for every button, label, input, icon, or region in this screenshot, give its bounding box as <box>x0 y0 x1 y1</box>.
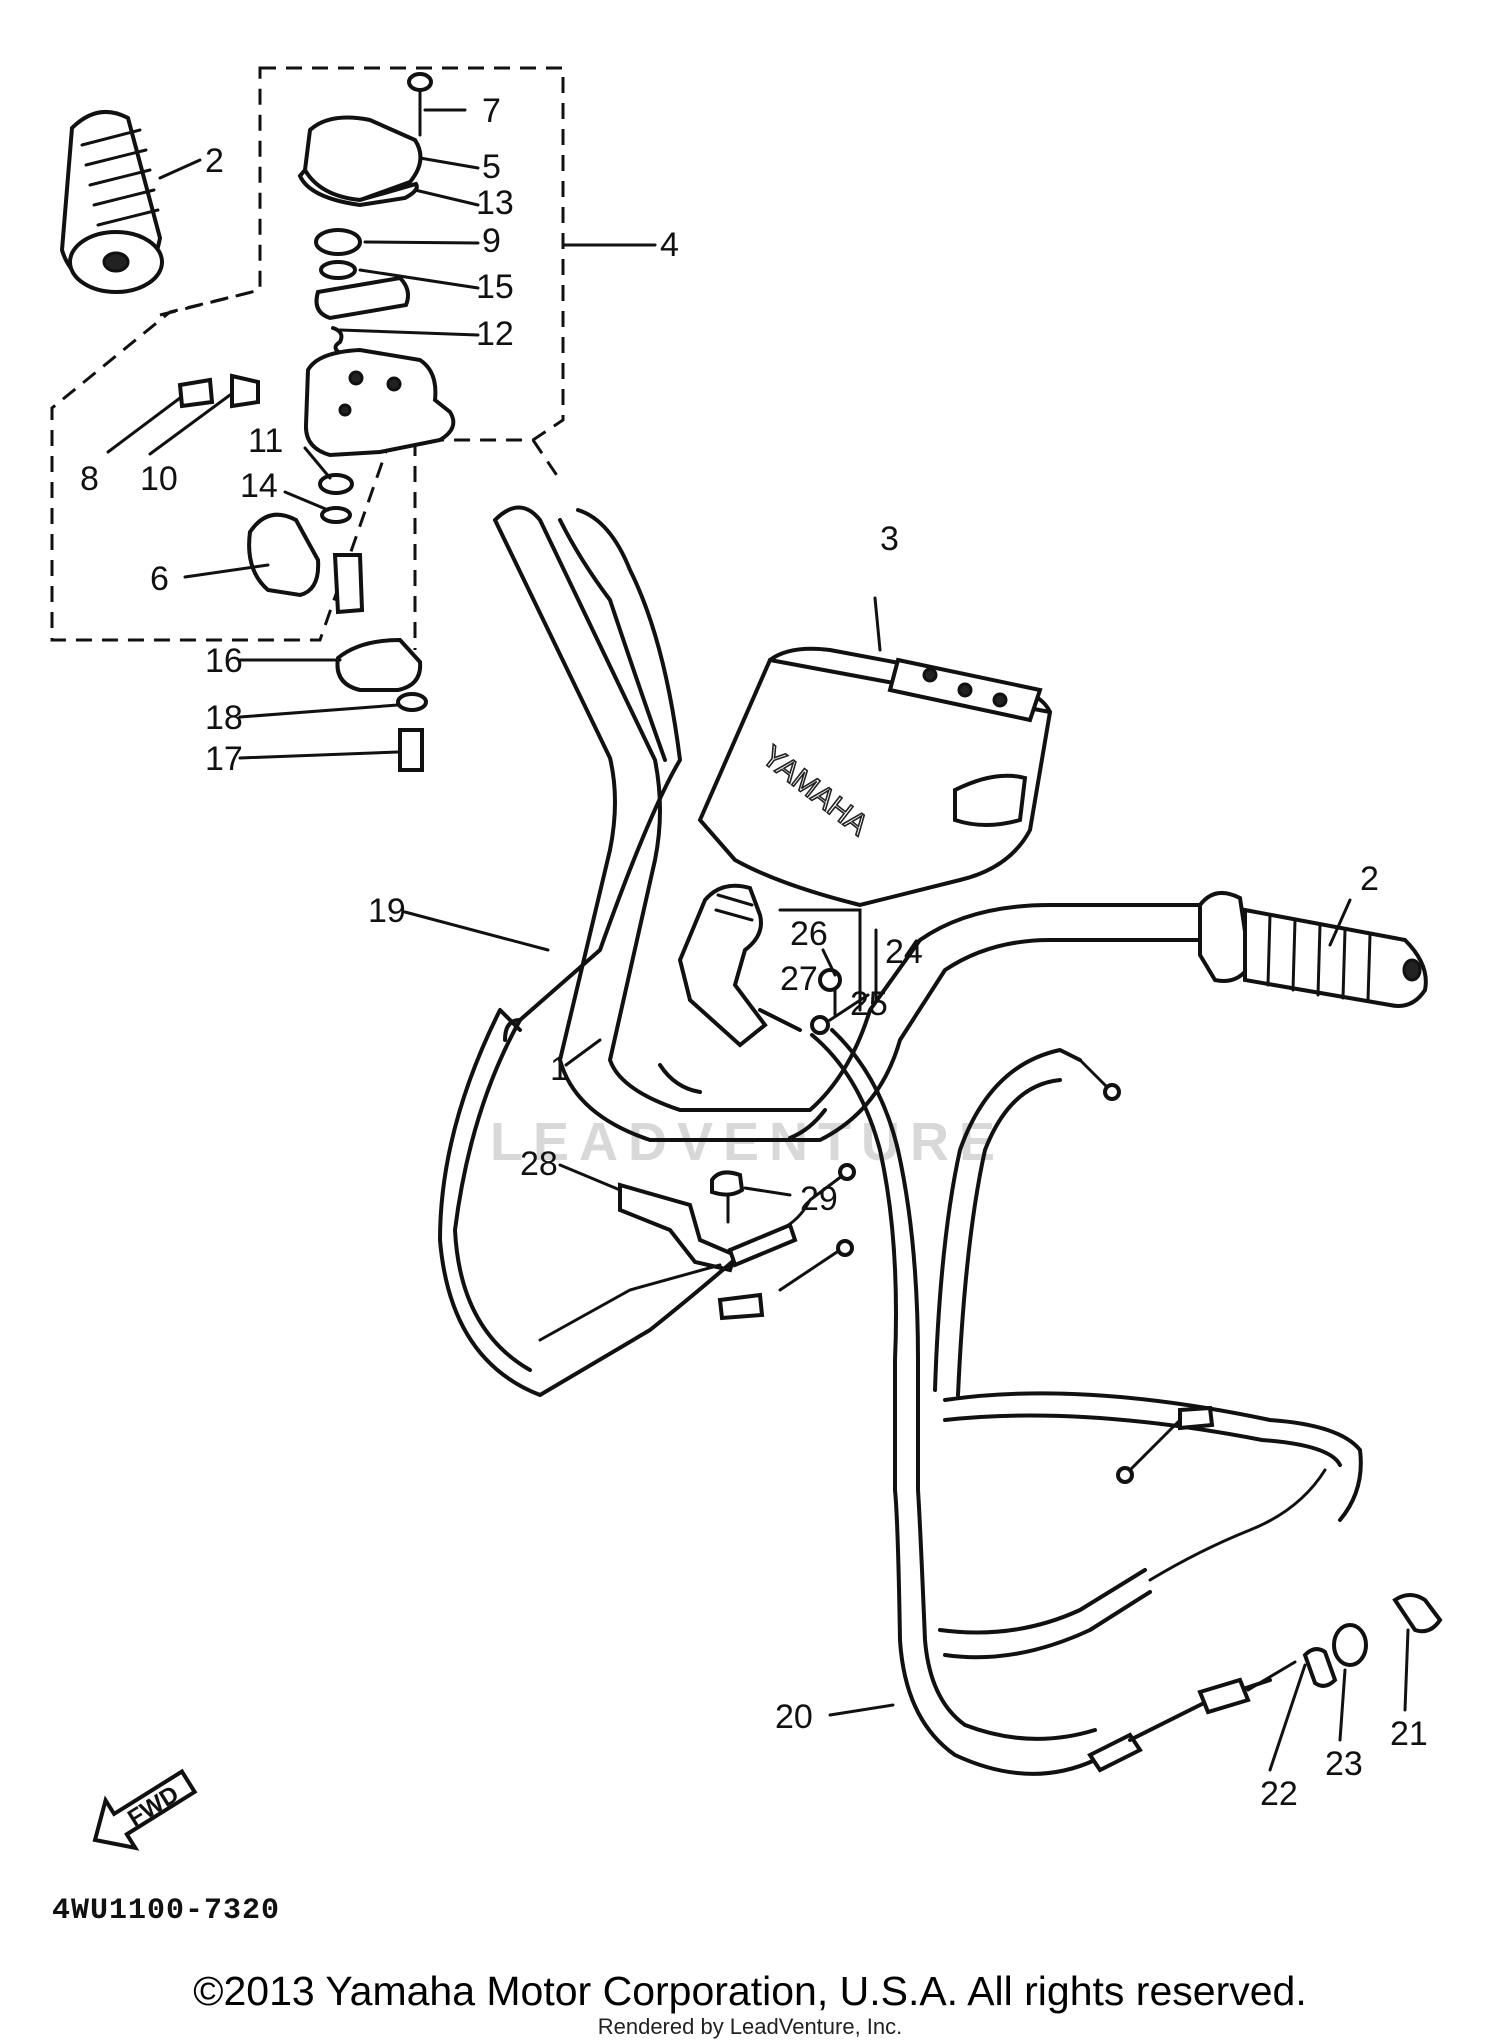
callout-2-right: 2 <box>1360 860 1379 898</box>
callout-18: 18 <box>205 699 243 737</box>
callout-29: 29 <box>800 1180 838 1218</box>
callout-27: 27 <box>780 960 818 998</box>
lever-holder <box>677 883 842 1048</box>
callout-17: 17 <box>205 740 243 778</box>
callout-1: 1 <box>550 1050 569 1088</box>
callout-23: 23 <box>1325 1745 1363 1783</box>
dashed-leader-grip-left <box>159 288 261 317</box>
callout-25: 25 <box>850 985 888 1023</box>
throttle-housing-parts <box>177 72 456 772</box>
callout-16: 16 <box>205 642 243 680</box>
callout-12: 12 <box>476 315 514 353</box>
callout-14: 14 <box>240 467 278 505</box>
callout-20: 20 <box>775 1698 813 1736</box>
dashed-leader-cable <box>531 439 562 481</box>
callout-6: 6 <box>150 560 169 598</box>
bracket-28 <box>618 1170 745 1273</box>
callout-19: 19 <box>368 892 406 930</box>
callout-7: 7 <box>482 92 501 130</box>
callout-15: 15 <box>476 268 514 306</box>
callout-3: 3 <box>880 520 899 558</box>
callout-24: 24 <box>885 933 923 971</box>
callout-5: 5 <box>482 148 501 186</box>
fwd-arrow: FWD <box>92 1768 198 1851</box>
left-grip <box>59 110 164 294</box>
callout-8: 8 <box>80 460 99 498</box>
copyright-text: ©2013 Yamaha Motor Corporation, U.S.A. A… <box>193 1968 1307 2014</box>
callout-9: 9 <box>482 222 501 260</box>
callout-11: 11 <box>248 422 283 460</box>
drawing-code: 4WU1100-7320 <box>52 1894 280 1928</box>
right-grip <box>1198 890 1428 1008</box>
callout-21: 21 <box>1390 1715 1428 1753</box>
handlebar-cover: YAMAHA <box>697 646 1053 908</box>
callout-13: 13 <box>476 184 514 222</box>
callout-28: 28 <box>520 1145 558 1183</box>
callouts: 2 7 5 13 9 4 15 12 8 10 11 14 6 16 18 17… <box>80 92 1428 1813</box>
cables <box>438 508 1443 1776</box>
callout-26: 26 <box>790 915 828 953</box>
handlebar <box>493 505 1212 1142</box>
callout-2-left: 2 <box>205 142 224 180</box>
callout-10: 10 <box>140 460 178 498</box>
callout-22: 22 <box>1260 1775 1298 1813</box>
rendered-by-text: Rendered by LeadVenture, Inc. <box>597 2014 903 2039</box>
callout-4: 4 <box>660 226 679 264</box>
leader-lines <box>106 108 1410 1772</box>
